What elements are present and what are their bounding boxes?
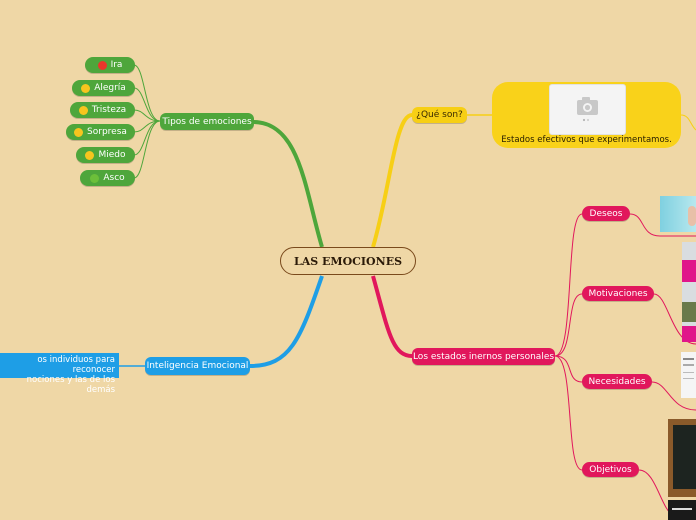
emotion-node-sorpresa[interactable]: Sorpresa [66, 124, 135, 140]
surprised-face-icon [74, 127, 84, 137]
emotion-label: Ira [110, 60, 123, 70]
image-placeholder [549, 84, 626, 135]
emotion-label: Sorpresa [87, 127, 127, 137]
deseos-node[interactable]: Deseos [582, 206, 630, 221]
emotion-label: Asco [103, 173, 125, 183]
estados-internos-label: Los estados inernos personales [412, 351, 555, 362]
nauseated-face-icon [90, 173, 100, 183]
emotion-node-asco[interactable]: Asco [80, 170, 135, 186]
necesidades-image [681, 352, 696, 398]
deseos-image [660, 196, 696, 232]
que-son-label: ¿Qué son? [416, 110, 463, 120]
objetivos-image [668, 419, 696, 497]
motivaciones-node[interactable]: Motivaciones [582, 286, 654, 301]
objetivos-image-2 [668, 500, 696, 520]
laughing-face-icon [81, 83, 91, 93]
camera-icon [577, 97, 598, 122]
central-topic[interactable]: LAS EMOCIONES [280, 247, 416, 275]
emotion-node-ira[interactable]: Ira [85, 57, 135, 73]
necesidades-node[interactable]: Necesidades [582, 374, 652, 389]
motivaciones-label: Motivaciones [588, 288, 648, 299]
angry-face-icon [97, 60, 107, 70]
inteligencia-emocional-description[interactable]: os individuos para reconocer nociones y … [0, 353, 119, 395]
que-son-node[interactable]: ¿Qué son? [412, 107, 467, 123]
description-line: nociones y las de los demás [26, 375, 115, 395]
emotion-label: Miedo [98, 150, 126, 160]
inteligencia-emocional-label: Inteligencia Emocional [146, 361, 249, 371]
emotion-node-miedo[interactable]: Miedo [76, 147, 135, 163]
emotion-label: Tristeza [91, 105, 127, 115]
deseos-label: Deseos [589, 208, 623, 219]
inteligencia-emocional-node[interactable]: Inteligencia Emocional [145, 357, 250, 375]
fearful-face-icon [85, 150, 95, 160]
objetivos-label: Objetivos [589, 464, 632, 475]
necesidades-label: Necesidades [588, 376, 646, 387]
tipos-de-emociones-node[interactable]: Tipos de emociones [160, 113, 254, 130]
estados-internos-node[interactable]: Los estados inernos personales [412, 348, 555, 365]
emotion-node-tristeza[interactable]: Tristeza [70, 102, 135, 118]
sad-face-icon [78, 105, 88, 115]
emotion-node-alegria[interactable]: Alegría [72, 80, 135, 96]
description-line: os individuos para reconocer [37, 355, 115, 375]
objetivos-node[interactable]: Objetivos [582, 462, 639, 477]
motivaciones-image [682, 242, 696, 342]
emotion-label: Alegría [94, 83, 126, 93]
central-topic-label: LAS EMOCIONES [293, 254, 403, 268]
que-son-description: Estados efectivos que experimentamos. [501, 135, 672, 145]
tipos-de-emociones-label: Tipos de emociones [162, 116, 252, 127]
